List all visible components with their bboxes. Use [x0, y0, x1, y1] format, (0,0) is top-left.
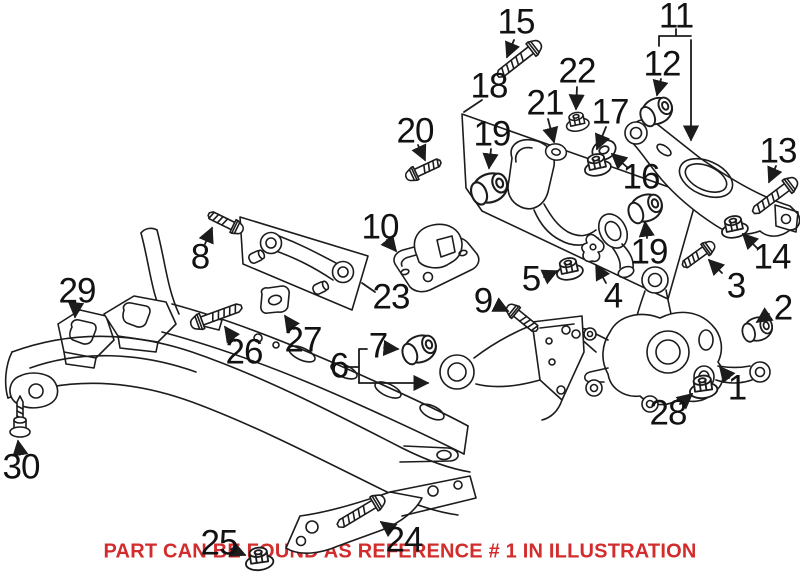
- callout-22: 22: [558, 51, 597, 91]
- callout-3: 3: [726, 266, 746, 306]
- callout-26: 26: [225, 332, 264, 372]
- callout-17: 17: [591, 92, 630, 132]
- callout-1: 1: [727, 368, 747, 408]
- callout-13: 13: [759, 131, 798, 171]
- callout-11: 11: [658, 0, 694, 36]
- callout-16: 16: [622, 157, 661, 197]
- callout-20: 20: [396, 111, 435, 151]
- callout-12: 12: [643, 44, 682, 84]
- callout-10: 10: [361, 207, 400, 247]
- callout-5: 5: [521, 259, 541, 299]
- callout-15: 15: [497, 2, 536, 42]
- callout-28: 28: [649, 393, 688, 433]
- callout-8: 8: [190, 237, 210, 277]
- callout-23: 23: [372, 277, 411, 317]
- callout-18: 18: [470, 66, 509, 106]
- callout-19: 19: [473, 114, 512, 154]
- callout-29: 29: [58, 271, 97, 311]
- callout-24: 24: [385, 520, 424, 560]
- callout-6: 6: [329, 346, 349, 386]
- callout-25: 25: [200, 523, 239, 563]
- callout-2: 2: [773, 288, 793, 328]
- callout-9: 9: [473, 281, 493, 321]
- callout-30: 30: [2, 447, 41, 487]
- callout-27: 27: [284, 320, 323, 360]
- callout-4: 4: [603, 276, 623, 316]
- callout-19: 19: [630, 232, 669, 272]
- callout-7: 7: [368, 326, 388, 366]
- callout-21: 21: [526, 83, 565, 123]
- callout-14: 14: [753, 237, 792, 277]
